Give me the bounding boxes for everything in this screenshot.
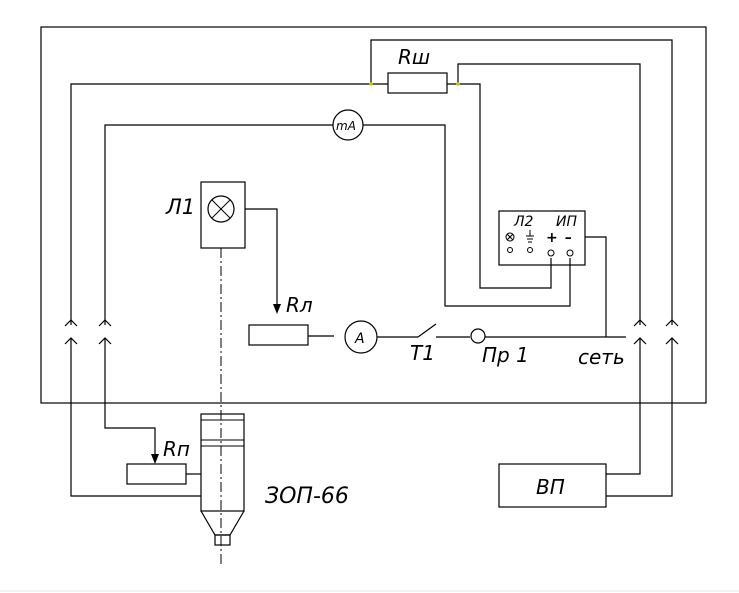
plus-terminal	[547, 249, 555, 257]
enclosure-frame	[40, 26, 707, 404]
wire-shunt-to-ip	[458, 83, 552, 289]
wire-hv-top	[606, 339, 641, 475]
lamp-resistor: Rл	[248, 293, 313, 346]
milliammeter-label: mA	[336, 119, 356, 133]
switch-label: Т1	[410, 341, 435, 365]
milliammeter: mA	[332, 109, 364, 141]
fuse-label: Пр 1	[482, 343, 529, 367]
tube-label: ЗОП-66	[265, 484, 349, 509]
minus-terminal	[566, 249, 574, 257]
lamp-label: Л1	[165, 195, 195, 219]
shunt-label: Rш	[398, 45, 430, 69]
lamp-resistor-label: Rл	[286, 293, 313, 317]
connector-chevron	[98, 337, 112, 345]
lamp-l1: Л1	[165, 181, 246, 249]
power-source-block: Л2 ИП + –	[498, 210, 586, 266]
ammeter: A	[344, 320, 378, 354]
wire-ip-to-mains	[585, 236, 607, 337]
connector-chevron	[64, 319, 78, 327]
hv-supply: ВП	[498, 463, 607, 508]
connector-chevron	[98, 319, 112, 327]
plus-label: +	[546, 230, 558, 246]
connector-chevron	[633, 337, 647, 345]
connector-chevron	[64, 337, 78, 345]
mains-label: сеть	[578, 345, 625, 369]
junction-dot	[369, 82, 373, 86]
tube-resistor-label: Rп	[163, 437, 190, 461]
wire-left-to-ma	[104, 124, 333, 325]
connector-chevron	[633, 319, 647, 327]
rl-wiper-arrow	[273, 304, 281, 314]
wire-left-to-shunt	[70, 83, 388, 325]
tube-zop66: ЗОП-66	[200, 413, 349, 546]
wire-shunt-top-right	[370, 39, 673, 325]
indicator-lamp-label: Л2	[513, 214, 534, 230]
switch-t1: Т1	[410, 323, 470, 365]
wire-to-tube-bottom	[70, 339, 201, 497]
junction-dot	[456, 82, 460, 86]
fuse-pr1: Пр 1	[470, 328, 529, 367]
connector-chevron	[665, 337, 679, 345]
wire-hv-bottom	[606, 339, 673, 497]
minus-label: –	[565, 230, 572, 246]
hv-supply-label: ВП	[536, 475, 565, 499]
wire-to-rp-wiper	[104, 339, 156, 460]
ammeter-label: A	[354, 331, 365, 347]
tube-resistor: Rп	[126, 437, 190, 485]
wire-ma-to-ip	[363, 124, 571, 307]
rp-wiper-arrow	[151, 454, 159, 464]
wire-shunt-right	[447, 63, 641, 325]
shunt-resistor: Rш	[387, 45, 448, 94]
power-source-label: ИП	[556, 214, 577, 230]
wire-lamp-to-rl	[245, 208, 278, 310]
connector-chevron	[665, 319, 679, 327]
indicator-lamp-symbol	[505, 232, 515, 242]
